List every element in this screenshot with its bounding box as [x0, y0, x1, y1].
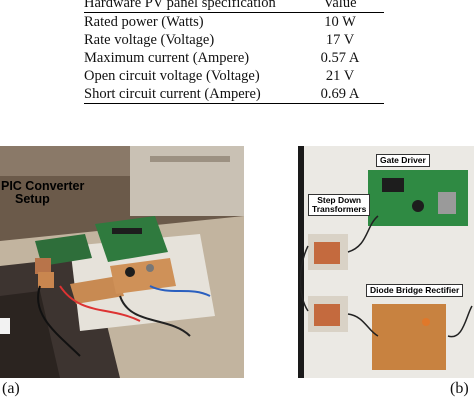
caption-a: (a): [2, 380, 20, 397]
table-header-row: Hardware PV panel specification Value: [84, 0, 384, 13]
table-cell-label: Maximum current (Ampere): [84, 50, 250, 66]
label-line: PIC Converter: [1, 179, 85, 193]
table-row: Maximum current (Ampere) 0.57 A: [84, 49, 384, 67]
photo-hardware-components: Gate Driver Step Down Transformers Diode…: [298, 146, 474, 378]
label-pic-converter-setup: PIC Converter Setup: [1, 180, 84, 206]
photo-converter-setup: PIC Converter Setup: [0, 146, 244, 378]
pv-spec-table: Hardware PV panel specification Value Ra…: [84, 0, 384, 104]
table-header-value: Value: [323, 0, 357, 11]
label-diode-bridge-rectifier: Diode Bridge Rectifier: [366, 284, 464, 297]
table-cell-label: Open circuit voltage (Voltage): [84, 68, 260, 84]
table-header-spec: Hardware PV panel specification: [84, 0, 276, 11]
label-step-down-transformers: Step Down Transformers: [308, 194, 371, 216]
table-cell-label: Rate voltage (Voltage): [84, 32, 215, 48]
label-line: Setup: [15, 192, 50, 206]
setup-photo-illustration: [0, 146, 244, 378]
label-line: Transformers: [312, 204, 367, 214]
table-row: Short circuit current (Ampere) 0.69 A: [84, 85, 384, 104]
label-gate-driver: Gate Driver: [376, 154, 430, 167]
hardware-photo-illustration: [298, 146, 474, 378]
label-line: Step Down: [317, 195, 362, 205]
table-cell-label: Short circuit current (Ampere): [84, 86, 261, 102]
table-cell-value: 17 V: [325, 32, 355, 48]
table-row: Rated power (Watts) 10 W: [84, 13, 384, 32]
table-cell-value: 21 V: [325, 68, 355, 84]
table-cell-value: 10 W: [324, 14, 356, 30]
table-row: Rate voltage (Voltage) 17 V: [84, 31, 384, 49]
table-cell-value: 0.57 A: [320, 50, 360, 66]
table-cell-value: 0.69 A: [320, 86, 360, 102]
table-row: Open circuit voltage (Voltage) 21 V: [84, 67, 384, 85]
caption-b: (b): [450, 380, 469, 397]
table-cell-label: Rated power (Watts): [84, 14, 204, 30]
